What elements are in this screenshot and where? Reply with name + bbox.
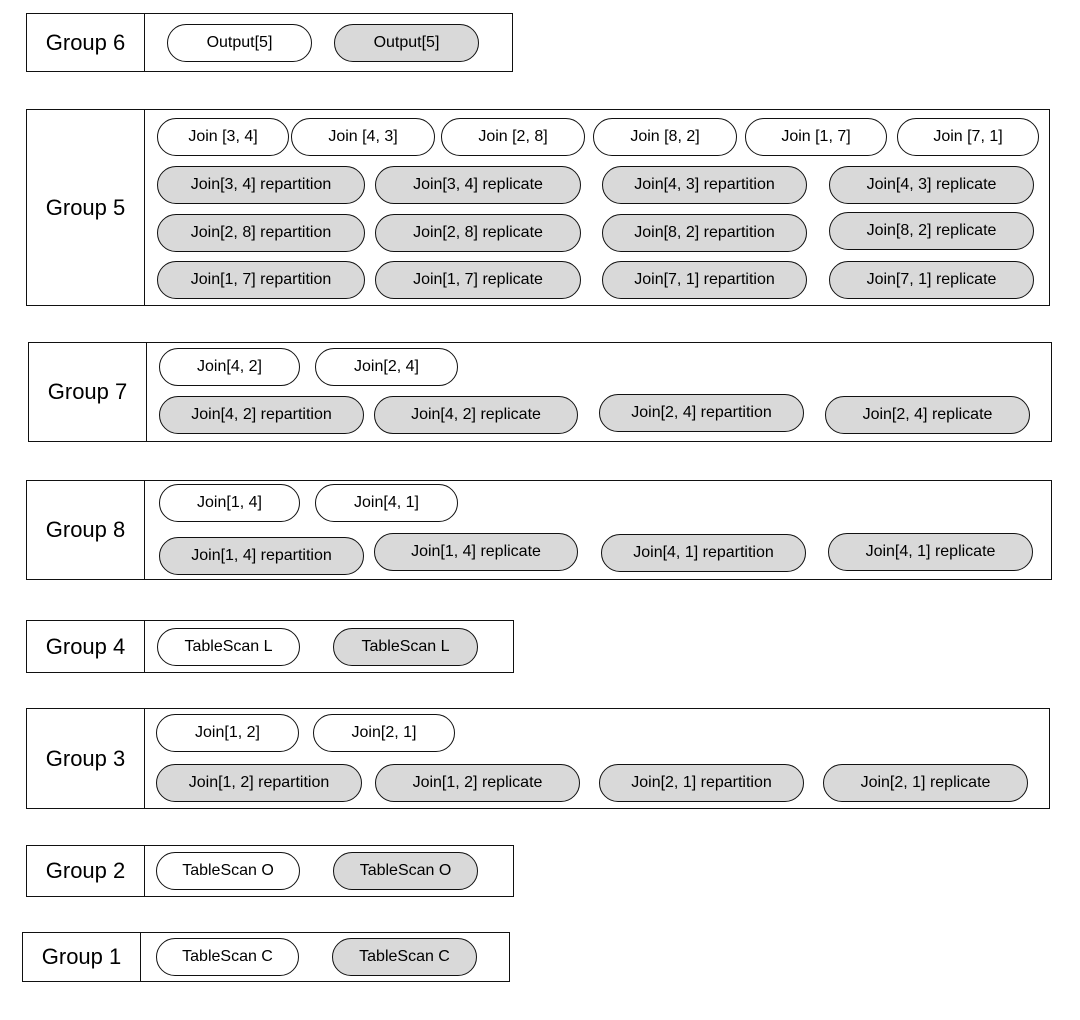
group-8-box: Group 8 Join[1, 4] Join[4, 1] Join[1, 4]…	[26, 480, 1052, 580]
logical-node: Join[1, 4]	[159, 484, 300, 522]
physical-node: Join[1, 2] repartition	[156, 764, 362, 802]
group-label: Group 3	[27, 709, 145, 808]
logical-node: Join [4, 3]	[291, 118, 435, 156]
physical-node: Join[8, 2] replicate	[829, 212, 1034, 250]
physical-node: Join[7, 1] replicate	[829, 261, 1034, 299]
group-4-box: Group 4 TableScan L TableScan L	[26, 620, 514, 673]
physical-node: Join[4, 1] repartition	[601, 534, 806, 572]
physical-node: Join[4, 2] replicate	[374, 396, 578, 434]
physical-node: Join[1, 7] replicate	[375, 261, 581, 299]
group-2-box: Group 2 TableScan O TableScan O	[26, 845, 514, 897]
physical-node: Join[2, 1] repartition	[599, 764, 804, 802]
physical-node: Join[1, 2] replicate	[375, 764, 580, 802]
physical-node: Join[8, 2] repartition	[602, 214, 807, 252]
logical-node: TableScan O	[156, 852, 300, 890]
physical-node: Join[4, 3] repartition	[602, 166, 807, 204]
logical-node: Join [2, 8]	[441, 118, 585, 156]
group-3-box: Group 3 Join[1, 2] Join[2, 1] Join[1, 2]…	[26, 708, 1050, 809]
group-label: Group 2	[27, 846, 145, 896]
logical-node: Join [1, 7]	[745, 118, 887, 156]
physical-node: Join[2, 4] replicate	[825, 396, 1030, 434]
physical-node: Join[4, 3] replicate	[829, 166, 1034, 204]
physical-node: Join[4, 1] replicate	[828, 533, 1033, 571]
logical-node: Join[2, 4]	[315, 348, 458, 386]
group-6-box: Group 6 Output[5] Output[5]	[26, 13, 513, 72]
logical-node: Join[1, 2]	[156, 714, 299, 752]
logical-node: TableScan L	[157, 628, 300, 666]
group-label: Group 4	[27, 621, 145, 672]
logical-node: Join[4, 2]	[159, 348, 300, 386]
physical-node: TableScan L	[333, 628, 478, 666]
group-label: Group 7	[29, 343, 147, 441]
logical-node: Join [8, 2]	[593, 118, 737, 156]
group-label: Group 1	[23, 933, 141, 981]
physical-node: Output[5]	[334, 24, 479, 62]
group-label: Group 5	[27, 110, 145, 305]
physical-node: Join[7, 1] repartition	[602, 261, 807, 299]
logical-node: TableScan C	[156, 938, 299, 976]
physical-node: TableScan C	[332, 938, 477, 976]
physical-node: Join[1, 7] repartition	[157, 261, 365, 299]
logical-node: Join [7, 1]	[897, 118, 1039, 156]
physical-node: Join[1, 4] replicate	[374, 533, 578, 571]
logical-node: Join [3, 4]	[157, 118, 289, 156]
physical-node: Join[2, 8] repartition	[157, 214, 365, 252]
group-1-box: Group 1 TableScan C TableScan C	[22, 932, 510, 982]
group-label: Group 8	[27, 481, 145, 579]
physical-node: Join[2, 4] repartition	[599, 394, 804, 432]
physical-node: Join[4, 2] repartition	[159, 396, 364, 434]
logical-node: Join[2, 1]	[313, 714, 455, 752]
group-5-box: Group 5 Join [3, 4] Join [4, 3] Join [2,…	[26, 109, 1050, 306]
physical-node: Join[3, 4] repartition	[157, 166, 365, 204]
group-label: Group 6	[27, 14, 145, 71]
physical-node: Join[3, 4] replicate	[375, 166, 581, 204]
physical-node: Join[1, 4] repartition	[159, 537, 364, 575]
physical-node: Join[2, 1] replicate	[823, 764, 1028, 802]
group-7-box: Group 7 Join[4, 2] Join[2, 4] Join[4, 2]…	[28, 342, 1052, 442]
physical-node: Join[2, 8] replicate	[375, 214, 581, 252]
physical-node: TableScan O	[333, 852, 478, 890]
logical-node: Join[4, 1]	[315, 484, 458, 522]
logical-node: Output[5]	[167, 24, 312, 62]
